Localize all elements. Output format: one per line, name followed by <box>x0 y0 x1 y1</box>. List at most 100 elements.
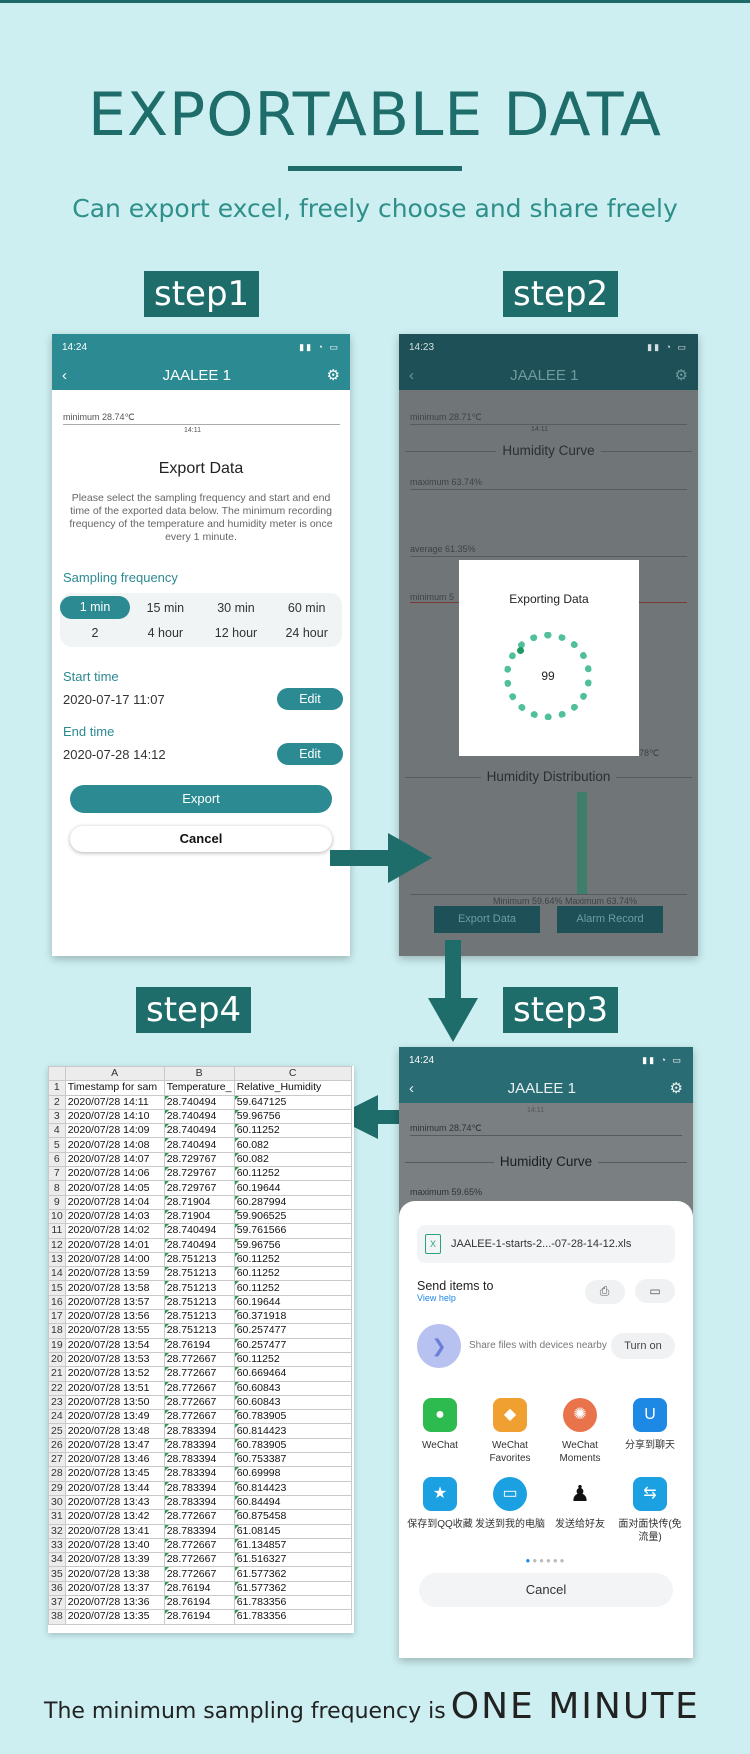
row-number[interactable]: 27 <box>48 1452 66 1468</box>
row-number[interactable]: 4 <box>48 1123 66 1139</box>
humidity-cell[interactable]: 61.783356 <box>233 1609 352 1625</box>
humidity-cell[interactable]: 60.19644 <box>233 1180 352 1196</box>
timestamp-cell[interactable]: 2020/07/28 14:06 <box>64 1166 165 1182</box>
share-app-wechat-favorites[interactable]: ◆ WeChat Favorites <box>475 1397 545 1465</box>
row-number[interactable]: 22 <box>48 1380 66 1396</box>
timestamp-cell[interactable]: 2020/07/28 14:08 <box>64 1137 165 1153</box>
temperature-cell[interactable]: 28.71904 <box>163 1208 235 1225</box>
temperature-cell[interactable]: 28.76194 <box>163 1337 235 1353</box>
row-number[interactable]: 31 <box>48 1509 66 1525</box>
row-number[interactable]: 5 <box>48 1137 66 1153</box>
temperature-cell[interactable]: 28.772667 <box>163 1509 235 1525</box>
humidity-cell[interactable]: 61.577362 <box>233 1580 352 1596</box>
temperature-cell[interactable]: 28.740494 <box>163 1137 235 1153</box>
row-number[interactable]: 32 <box>48 1523 66 1539</box>
humidity-cell[interactable]: 60.814423 <box>233 1423 352 1439</box>
timestamp-cell[interactable]: 2020/07/28 13:59 <box>64 1266 165 1282</box>
temperature-cell[interactable]: 28.783394 <box>163 1494 235 1511</box>
printer-icon[interactable]: ⎙ <box>584 1279 625 1304</box>
humidity-cell[interactable]: 60.11252 <box>233 1351 352 1368</box>
timestamp-cell[interactable]: 2020/07/28 14:10 <box>64 1108 165 1125</box>
humidity-cell[interactable]: 60.082 <box>233 1151 352 1168</box>
humidity-cell[interactable]: 60.69998 <box>233 1466 352 1482</box>
back-icon[interactable]: ‹ <box>409 1079 414 1097</box>
humidity-cell[interactable]: 60.783905 <box>233 1437 352 1454</box>
freq-option-1min[interactable]: 1 min <box>60 596 130 619</box>
gear-icon[interactable]: ⚙ <box>669 1080 683 1097</box>
row-number[interactable]: 26 <box>48 1437 66 1454</box>
temperature-cell[interactable]: 28.751213 <box>163 1294 235 1311</box>
timestamp-cell[interactable]: 2020/07/28 13:44 <box>64 1480 165 1496</box>
temperature-cell[interactable]: 28.783394 <box>163 1480 235 1496</box>
temperature-cell[interactable]: 28.729767 <box>163 1180 235 1196</box>
temperature-cell[interactable]: 28.772667 <box>163 1566 235 1582</box>
row-number[interactable]: 2 <box>48 1094 66 1110</box>
monitor-icon[interactable]: ▭ <box>635 1279 675 1303</box>
humidity-cell[interactable]: 60.11252 <box>233 1280 352 1296</box>
share-cancel-button[interactable]: Cancel <box>419 1572 673 1607</box>
humidity-cell[interactable]: 60.287994 <box>233 1194 352 1210</box>
timestamp-cell[interactable]: 2020/07/28 13:45 <box>64 1466 165 1482</box>
gear-icon[interactable]: ⚙ <box>674 367 688 384</box>
temperature-cell[interactable]: 28.729767 <box>163 1166 235 1182</box>
temperature-cell[interactable]: 28.740494 <box>163 1108 235 1125</box>
timestamp-cell[interactable]: 2020/07/28 13:40 <box>64 1537 165 1554</box>
humidity-cell[interactable]: 60.669464 <box>233 1366 352 1382</box>
column-header-b[interactable]: B <box>163 1066 235 1082</box>
row-number[interactable]: 14 <box>48 1266 66 1282</box>
alarm-record-button[interactable]: Alarm Record <box>557 906 663 933</box>
row-number[interactable]: 11 <box>48 1223 66 1239</box>
temperature-cell[interactable]: 28.729767 <box>163 1151 235 1168</box>
share-app-face-to-face[interactable]: ⇆ 面对面快传(免流量) <box>615 1476 685 1544</box>
humidity-cell[interactable]: 61.783356 <box>233 1594 352 1611</box>
humidity-cell[interactable]: 61.134857 <box>233 1537 352 1554</box>
turn-on-button[interactable]: Turn on <box>611 1332 675 1359</box>
timestamp-cell[interactable]: 2020/07/28 14:09 <box>64 1123 165 1139</box>
timestamp-cell[interactable]: 2020/07/28 13:42 <box>64 1509 165 1525</box>
timestamp-cell[interactable]: 2020/07/28 13:38 <box>64 1566 165 1582</box>
row-number[interactable]: 30 <box>48 1494 66 1511</box>
humidity-cell[interactable]: 60.753387 <box>233 1452 352 1468</box>
row-number[interactable]: 36 <box>48 1580 66 1596</box>
share-app-my-computer[interactable]: ▭ 发送到我的电脑 <box>475 1476 545 1544</box>
header-cell[interactable]: Timestamp for sam <box>64 1080 165 1096</box>
humidity-cell[interactable]: 60.60843 <box>233 1394 352 1411</box>
row-number[interactable]: 28 <box>48 1466 66 1482</box>
temperature-cell[interactable]: 28.783394 <box>163 1437 235 1454</box>
humidity-cell[interactable]: 60.257477 <box>233 1323 352 1339</box>
timestamp-cell[interactable]: 2020/07/28 13:55 <box>64 1323 165 1339</box>
timestamp-cell[interactable]: 2020/07/28 13:58 <box>64 1280 165 1296</box>
timestamp-cell[interactable]: 2020/07/28 13:57 <box>64 1294 165 1311</box>
row-number[interactable]: 33 <box>48 1537 66 1554</box>
temperature-cell[interactable]: 28.772667 <box>163 1394 235 1411</box>
row-number[interactable]: 13 <box>48 1251 66 1268</box>
timestamp-cell[interactable]: 2020/07/28 13:48 <box>64 1423 165 1439</box>
freq-option-15min[interactable]: 15 min <box>146 600 185 615</box>
humidity-cell[interactable]: 59.761566 <box>233 1223 352 1239</box>
row-number[interactable]: 34 <box>48 1552 66 1568</box>
freq-option-12hour[interactable]: 12 hour <box>214 625 258 640</box>
temperature-cell[interactable]: 28.71904 <box>163 1194 235 1210</box>
row-number[interactable]: 10 <box>48 1208 66 1225</box>
row-number[interactable]: 37 <box>48 1594 66 1611</box>
timestamp-cell[interactable]: 2020/07/28 13:39 <box>64 1552 165 1568</box>
row-number[interactable]: 3 <box>48 1108 66 1125</box>
share-app-wechat-moments[interactable]: ✺ WeChat Moments <box>545 1397 615 1465</box>
timestamp-cell[interactable]: 2020/07/28 13:36 <box>64 1594 165 1611</box>
temperature-cell[interactable]: 28.783394 <box>163 1523 235 1539</box>
timestamp-cell[interactable]: 2020/07/28 13:52 <box>64 1366 165 1382</box>
temperature-cell[interactable]: 28.76194 <box>163 1609 235 1625</box>
humidity-cell[interactable]: 59.96756 <box>233 1237 352 1253</box>
timestamp-cell[interactable]: 2020/07/28 13:54 <box>64 1337 165 1353</box>
humidity-cell[interactable]: 60.11252 <box>233 1123 352 1139</box>
row-number[interactable]: 25 <box>48 1423 66 1439</box>
humidity-cell[interactable]: 60.84494 <box>233 1494 352 1511</box>
row-number[interactable]: 15 <box>48 1280 66 1296</box>
export-button[interactable]: Export <box>70 785 332 813</box>
humidity-cell[interactable]: 60.19644 <box>233 1294 352 1311</box>
row-number[interactable]: 21 <box>48 1366 66 1382</box>
temperature-cell[interactable]: 28.740494 <box>163 1123 235 1139</box>
share-app-friend[interactable]: ♟ 发送给好友 <box>545 1476 615 1544</box>
timestamp-cell[interactable]: 2020/07/28 13:51 <box>64 1380 165 1396</box>
row-number[interactable]: 8 <box>48 1180 66 1196</box>
